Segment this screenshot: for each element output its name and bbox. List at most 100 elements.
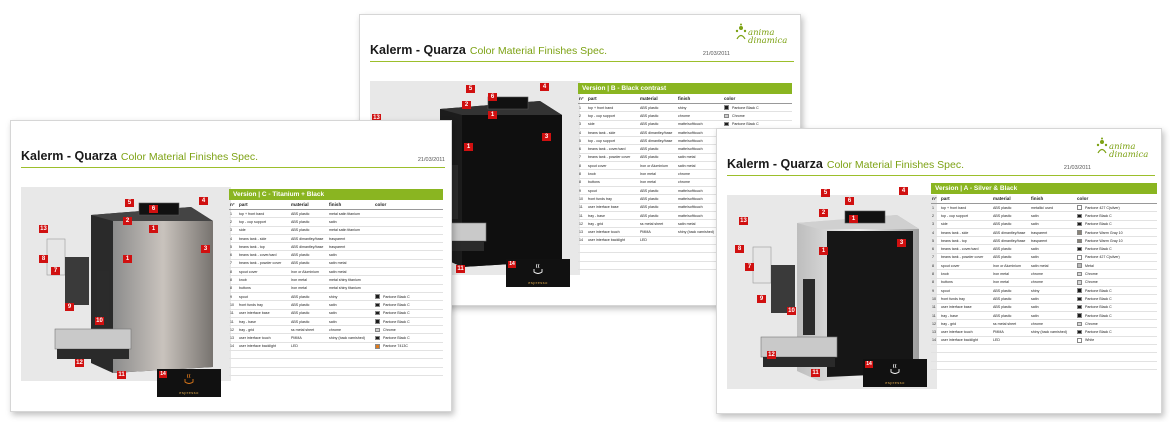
cell-color-label: Pantone 427 C(silver) xyxy=(1085,255,1120,260)
cell-part: spout xyxy=(941,288,950,293)
logo-icon xyxy=(735,23,747,40)
logo-line-1: anima xyxy=(1109,142,1136,152)
color-swatch xyxy=(375,319,380,324)
cell-material: ss metal sheet xyxy=(640,221,664,226)
callout-4: 4 xyxy=(540,83,549,91)
col-color: color xyxy=(1077,196,1089,201)
cell-n: 4 xyxy=(579,130,581,135)
cell-finish: shiny xyxy=(329,294,338,299)
cell-color: Pantone Black C xyxy=(375,310,443,316)
color-swatch xyxy=(1077,296,1082,302)
cell-part: tray - base xyxy=(941,313,958,318)
espresso-badge: 14 espresso xyxy=(863,359,927,387)
callout-14: 14 xyxy=(865,361,873,368)
cell-color: Pantone Black C xyxy=(724,121,792,127)
cell-part: user interface touch xyxy=(239,336,271,341)
spec-table: Version | C - Titanium + Black n° part m… xyxy=(229,189,443,376)
cell-material: ABS plastic xyxy=(640,113,659,118)
cell-color-label: Pantone Black C xyxy=(1085,296,1112,301)
cell-part: user interface base xyxy=(941,305,972,310)
cell-material: ABS plastic xyxy=(291,294,310,299)
cell-finish: chrome xyxy=(1031,272,1043,277)
cell-finish: shiny xyxy=(1031,288,1040,293)
cell-finish: chrome xyxy=(329,327,341,332)
cell-part: side xyxy=(941,222,948,227)
col-color: color xyxy=(375,202,387,207)
cell-material: ABS plastic xyxy=(640,122,659,127)
callout-3: 3 xyxy=(201,245,210,253)
cell-part: knob xyxy=(239,278,247,283)
cell-material: ABS plastic xyxy=(993,222,1012,227)
color-swatch xyxy=(375,302,380,308)
cell-material: PMMA xyxy=(291,336,302,341)
cell-color: Pantone Black C xyxy=(1077,246,1157,252)
color-swatch xyxy=(1077,238,1082,244)
cell-n: 2 xyxy=(932,213,934,218)
cell-color: Pantone Black C xyxy=(375,319,443,324)
cell-material: ABS plastic xyxy=(640,105,659,110)
sheet-date: 21/03/2011 xyxy=(702,51,730,57)
cell-finish: trasparent xyxy=(329,244,346,249)
callout-6: 6 xyxy=(845,197,854,205)
callout-3: 3 xyxy=(897,239,906,247)
cell-color: Pantone Black C xyxy=(1077,221,1157,227)
cell-finish: satin xyxy=(1031,313,1039,318)
color-swatch xyxy=(724,105,729,110)
cell-n: 10 xyxy=(579,196,583,201)
logo-line-1: anima xyxy=(748,28,775,38)
cell-color-label: Pantone 427 C(silver) xyxy=(1085,205,1120,210)
cell-part: side xyxy=(588,122,595,127)
cell-part: top - cup support xyxy=(941,213,968,218)
cell-finish: trasparent xyxy=(1031,238,1048,243)
cell-finish: satin xyxy=(329,219,337,224)
cell-material: ABS plastic xyxy=(291,211,310,216)
cell-n: 1 xyxy=(579,105,581,110)
cell-part: user interface base xyxy=(588,205,619,210)
color-swatch xyxy=(1077,230,1082,235)
color-swatch xyxy=(1077,255,1082,260)
cell-n: 12 xyxy=(230,327,234,332)
col-finish: finish xyxy=(1031,196,1044,201)
cell-part: tray - base xyxy=(588,213,605,218)
cell-material: ABS plastic xyxy=(993,205,1012,210)
cell-part: beans tank - side xyxy=(588,130,616,135)
callout-8: 8 xyxy=(735,245,744,253)
table-row xyxy=(229,351,443,360)
version-bar: Version | A - Silver & Black xyxy=(931,183,1157,194)
callout-7: 7 xyxy=(51,267,60,275)
cell-n: 8 xyxy=(579,172,581,177)
cell-n: 5 xyxy=(932,238,934,243)
cell-part: spout xyxy=(239,294,248,299)
cell-material: ABS dimantley/base xyxy=(291,244,324,249)
cell-color-label: Pantone Black C xyxy=(383,311,410,316)
cell-part: beans tank - cover/card xyxy=(588,147,626,152)
cell-material: ABS plastic xyxy=(640,205,659,210)
espresso-badge: 14 espresso xyxy=(157,369,221,397)
cell-material: PMMA xyxy=(640,230,651,235)
cell-part: knob xyxy=(941,272,949,277)
cell-material: Iron or Aluminium xyxy=(640,163,668,168)
cell-finish: metal shiny titanium xyxy=(329,278,361,283)
title-rule xyxy=(370,61,794,62)
callout-2: 2 xyxy=(819,209,828,217)
cell-finish: matte/softtouch xyxy=(678,205,703,210)
cell-n: 11 xyxy=(932,305,936,310)
cell-n: 4 xyxy=(230,236,232,241)
cell-finish: matte/softtouch xyxy=(678,188,703,193)
cell-n: 6 xyxy=(579,147,581,152)
cell-color-label: Chrome xyxy=(1085,272,1098,277)
cell-material: ss metal sheet xyxy=(291,327,315,332)
cell-material: Iron or Aluminium xyxy=(291,269,319,274)
